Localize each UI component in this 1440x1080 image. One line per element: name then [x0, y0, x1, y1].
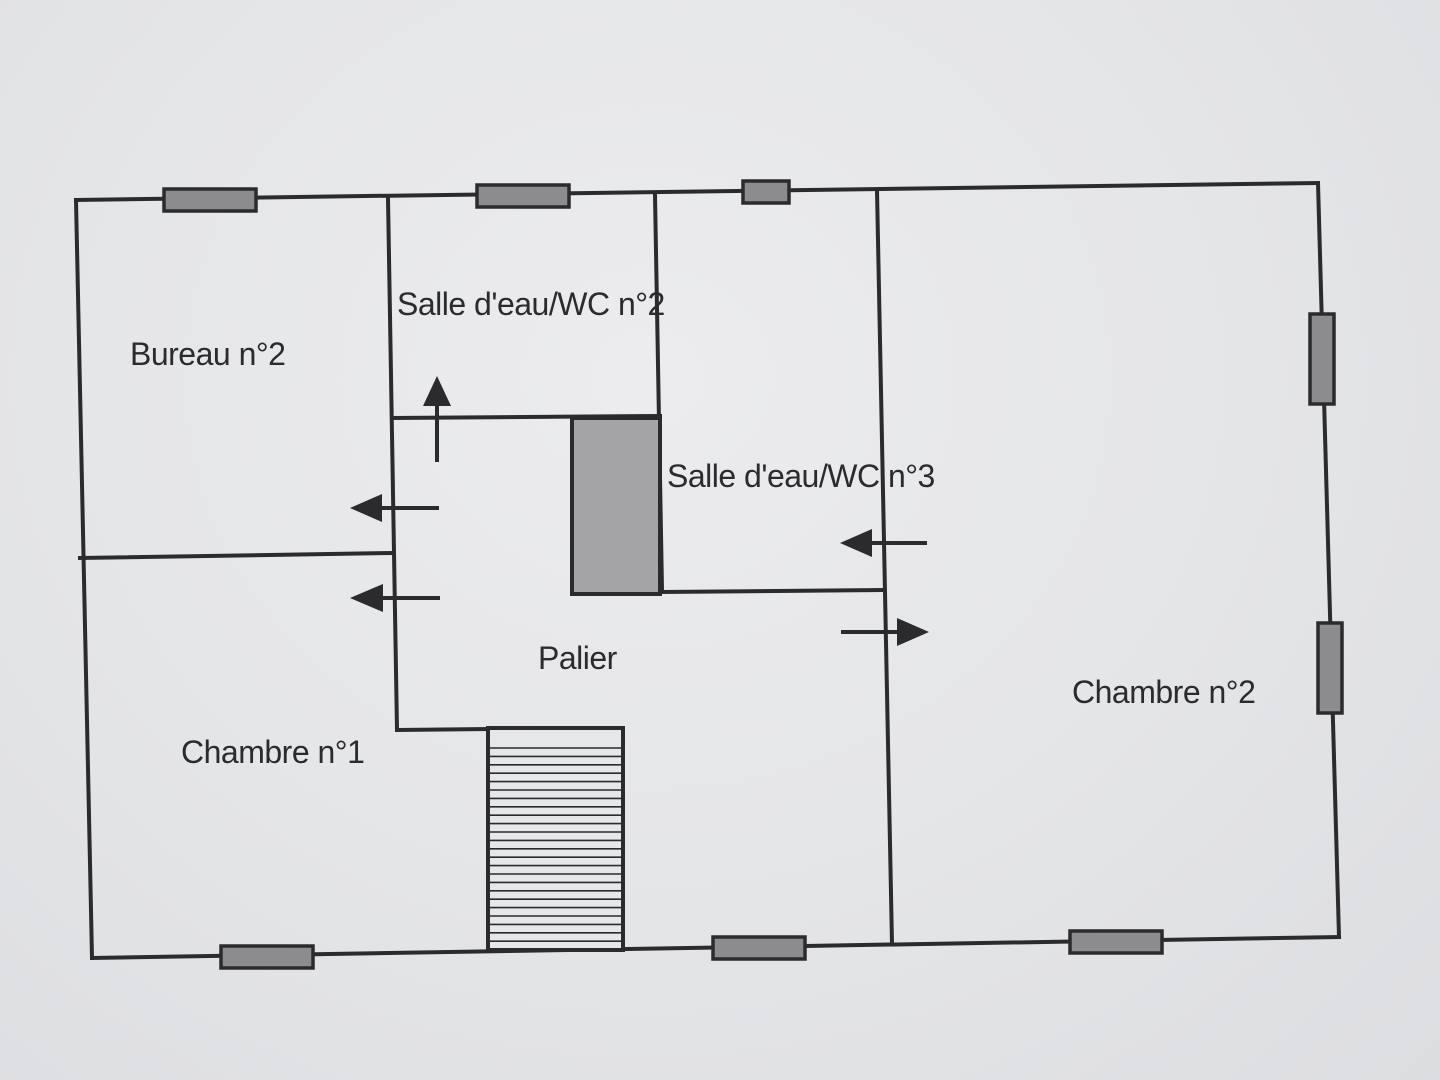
door-arrows	[350, 376, 929, 646]
window-chambre2-bottom	[1068, 929, 1164, 955]
label-salle-eau-3: Salle d'eau/WC n°3	[667, 458, 935, 494]
wall-chambre2	[874, 187, 895, 947]
arrow-left-chambre1	[350, 584, 440, 612]
window-salle-eau-2	[475, 183, 571, 209]
outer-walls	[73, 180, 1342, 961]
arrow-up-salle-eau-2	[423, 376, 451, 462]
wall-bureau-palier	[385, 195, 400, 733]
label-bureau-2: Bureau n°2	[130, 336, 286, 372]
window-salle-eau-3	[741, 179, 791, 205]
outer-wall-left	[73, 197, 95, 961]
window-chambre1	[219, 944, 315, 970]
label-palier: Palier	[538, 640, 617, 676]
wall-salle3-palier	[659, 587, 885, 595]
window-chambre2-right-bottom	[1316, 621, 1344, 715]
wall-bureau-chambre1	[77, 550, 395, 561]
staircase-steps	[490, 747, 621, 943]
wall-chambre1-palier	[394, 726, 491, 733]
label-chambre-2: Chambre n°2	[1072, 674, 1256, 710]
arrow-right-chambre2	[841, 618, 929, 646]
staircase	[486, 726, 625, 952]
windows	[162, 179, 1344, 970]
arrow-left-bureau	[350, 494, 439, 522]
label-chambre-1: Chambre n°1	[181, 734, 365, 770]
window-palier	[711, 935, 807, 961]
window-bureau	[162, 187, 258, 213]
duct-block	[570, 416, 662, 596]
arrow-left-salle-eau-3	[840, 529, 927, 557]
outer-wall-top	[73, 180, 1321, 203]
label-salle-eau-2: Salle d'eau/WC n°2	[397, 286, 665, 322]
window-chambre2-right-top	[1308, 312, 1336, 406]
outer-wall-right	[1315, 180, 1342, 940]
